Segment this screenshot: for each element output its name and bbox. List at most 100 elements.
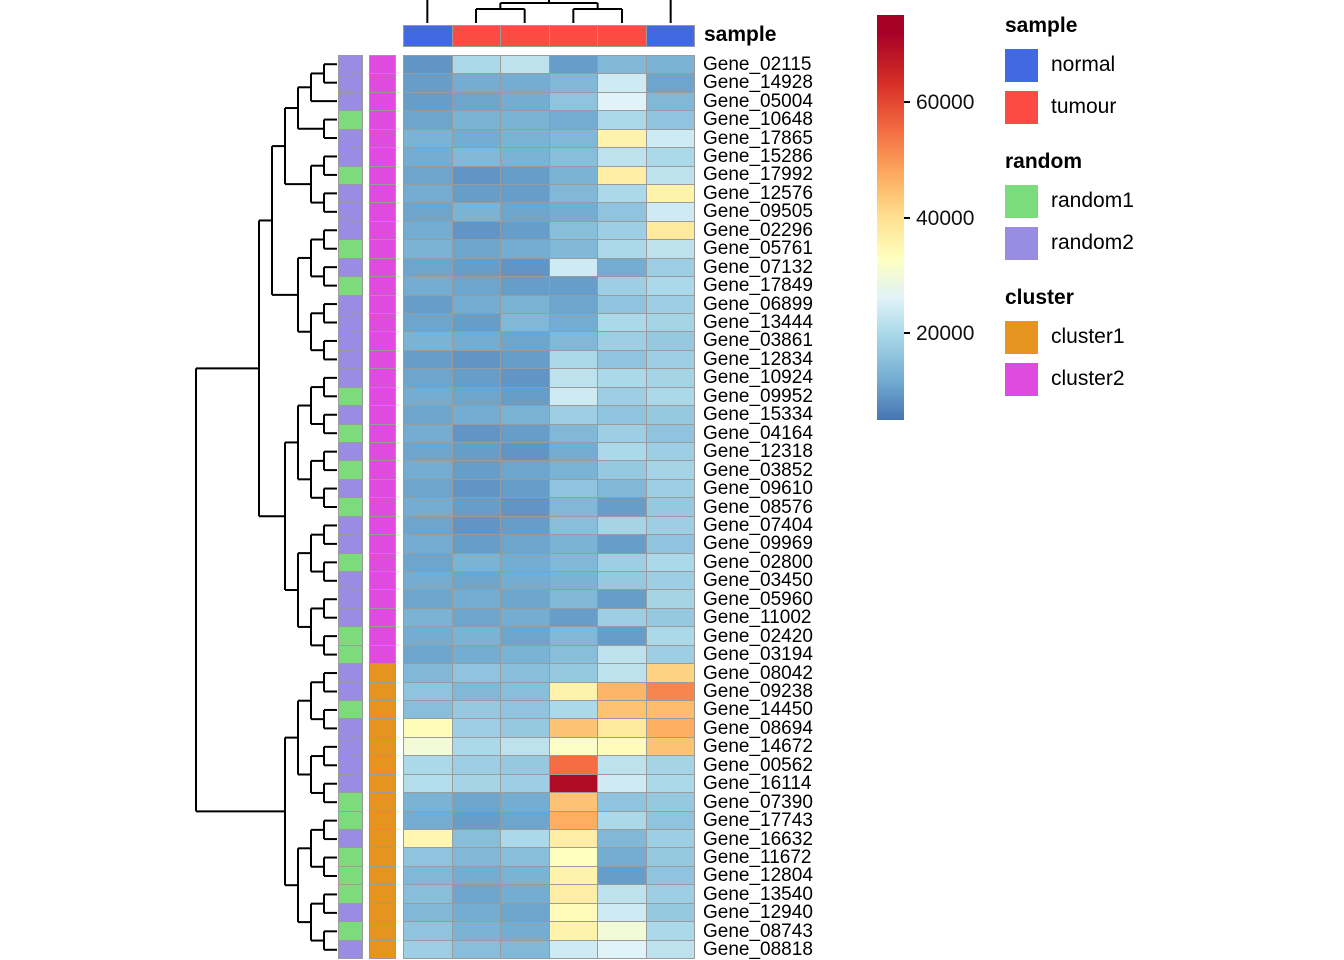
gene-label: Gene_16114 <box>703 773 812 795</box>
row-annotation-cell-random1 <box>339 627 362 645</box>
heatmap-cell <box>549 443 597 461</box>
heatmap-cell <box>598 553 646 571</box>
heatmap-cell <box>404 848 452 866</box>
heatmap-cell <box>404 56 452 74</box>
column-annotation-cell-normal <box>404 26 452 46</box>
heatmap-cell <box>404 332 452 350</box>
column-annotation-cell-tumour <box>549 26 597 46</box>
heatmap-cell <box>501 258 549 277</box>
gene-label: Gene_09952 <box>703 385 813 407</box>
row-annotation-cell-cluster1 <box>370 701 395 719</box>
gene-label: Gene_07390 <box>703 791 813 813</box>
gene-label: Gene_05761 <box>703 238 813 260</box>
heatmap-cell <box>646 553 694 571</box>
heatmap-cell <box>501 682 549 700</box>
heatmap-cell <box>598 185 646 203</box>
heatmap-cell <box>549 553 597 571</box>
colorbar-tick <box>904 216 910 219</box>
gene-label: Gene_05004 <box>703 90 813 112</box>
heatmap-cell <box>549 940 597 958</box>
heatmap-cell <box>598 406 646 424</box>
heatmap-cell <box>501 866 549 885</box>
heatmap-cell <box>598 166 646 184</box>
heatmap-cell <box>646 240 694 258</box>
row-annotation-cell-cluster2 <box>370 627 395 645</box>
heatmap-cell <box>646 498 694 516</box>
heatmap-cell <box>501 701 549 719</box>
heatmap-cell <box>404 424 452 442</box>
heatmap-cell <box>549 479 597 498</box>
heatmap-cell <box>501 737 549 756</box>
heatmap-cell <box>404 92 452 111</box>
gene-label: Gene_17865 <box>703 127 813 149</box>
heatmap-cell <box>452 572 500 590</box>
heatmap-cell <box>646 737 694 756</box>
heatmap-cell <box>404 221 452 240</box>
row-annotation-cell-cluster1 <box>370 940 395 958</box>
legend-swatch <box>1005 362 1038 396</box>
row-annotation-cell-random1 <box>339 553 362 571</box>
row-annotation-cell-cluster1 <box>370 664 395 682</box>
heatmap-cell <box>646 756 694 774</box>
heatmap-cell <box>646 903 694 922</box>
heatmap-cell <box>598 535 646 553</box>
heatmap-cell <box>452 148 500 166</box>
heatmap-cell <box>452 774 500 793</box>
legend-swatch <box>1005 320 1038 354</box>
heatmap-cell <box>501 516 549 535</box>
heatmap-cell <box>452 719 500 737</box>
heatmap-cell <box>501 811 549 829</box>
row-annotation-cell-random1 <box>339 461 362 479</box>
heatmap-cell <box>549 719 597 737</box>
heatmap-cell <box>549 922 597 940</box>
row-annotation-cell-random2 <box>339 203 362 221</box>
row-annotation-cell-random1 <box>339 498 362 516</box>
heatmap-cell <box>404 406 452 424</box>
row-annotation-cell-random2 <box>339 92 362 111</box>
heatmap-cell <box>404 240 452 258</box>
gene-label: Gene_17849 <box>703 275 813 297</box>
heatmap-cell <box>501 756 549 774</box>
heatmap-cell <box>598 314 646 332</box>
heatmap-cell <box>404 866 452 885</box>
heatmap-cell <box>646 185 694 203</box>
heatmap-cell <box>501 793 549 811</box>
heatmap-cell <box>646 682 694 700</box>
heatmap-cell <box>549 166 597 184</box>
heatmap-cell <box>598 148 646 166</box>
row-annotation-cell-cluster2 <box>370 295 395 313</box>
heatmap-cell <box>404 461 452 479</box>
colorbar-tick-label: 60000 <box>916 90 975 114</box>
heatmap-cell <box>501 74 549 92</box>
heatmap-cell <box>501 940 549 958</box>
row-annotation-cell-cluster2 <box>370 111 395 129</box>
heatmap-cell <box>549 774 597 793</box>
heatmap-cell <box>598 811 646 829</box>
heatmap-cell <box>598 572 646 590</box>
heatmap-cell <box>646 92 694 111</box>
column-annotation-cell-tumour <box>598 26 646 46</box>
heatmap-cell <box>646 811 694 829</box>
colorbar-tick-label: 40000 <box>916 206 975 230</box>
row-annotation-cell-random2 <box>339 830 362 848</box>
colorbar-gradient <box>877 15 904 420</box>
heatmap-cell <box>598 608 646 627</box>
heatmap-cell <box>646 203 694 221</box>
legend-label: random2 <box>1051 231 1134 254</box>
row-annotation-cell-random2 <box>339 74 362 92</box>
legend-entry-cluster1: cluster1 <box>1005 320 1235 354</box>
gene-label: Gene_07404 <box>703 514 813 536</box>
heatmap-cell <box>452 56 500 74</box>
row-annotation-cell-cluster1 <box>370 866 395 885</box>
heatmap-cell <box>452 793 500 811</box>
colorbar-tick <box>904 332 910 335</box>
heatmap-cell <box>501 443 549 461</box>
row-annotation-cell-cluster2 <box>370 166 395 184</box>
heatmap-cell <box>404 277 452 295</box>
gene-label: Gene_08694 <box>703 717 813 739</box>
heatmap-cell <box>404 166 452 184</box>
heatmap-cell <box>452 203 500 221</box>
row-annotation-cell-random1 <box>339 922 362 940</box>
heatmap-cell <box>549 92 597 111</box>
